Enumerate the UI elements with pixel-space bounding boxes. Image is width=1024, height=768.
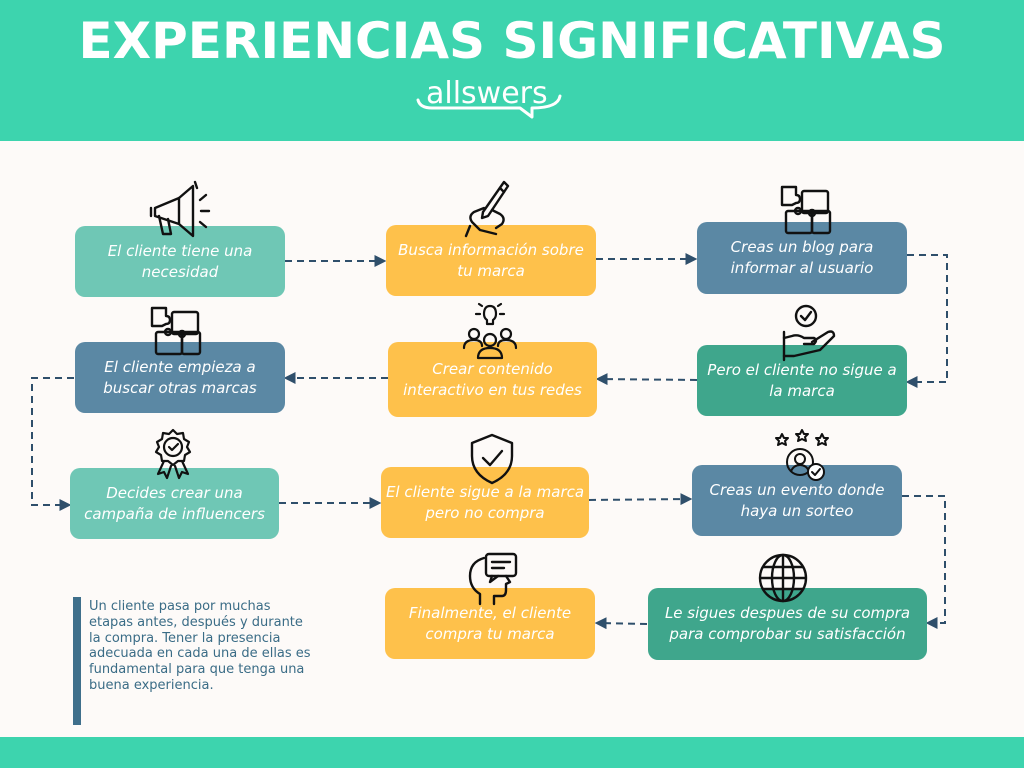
header-banner: EXPERIENCIAS SIGNIFICATIVAS allswers bbox=[0, 0, 1024, 141]
step-label: Crear contenido interactivo en tus redes bbox=[403, 359, 582, 399]
brand-logo: allswers bbox=[412, 70, 562, 124]
connector-6-7 bbox=[31, 377, 74, 511]
shield-check-icon bbox=[470, 433, 514, 485]
puzzle-icon bbox=[780, 185, 832, 235]
puzzle-icon bbox=[150, 306, 202, 356]
step-box-1: El cliente tiene una necesidad bbox=[75, 226, 285, 297]
connector-8-9 bbox=[588, 493, 693, 506]
footer-banner bbox=[0, 737, 1024, 768]
step-label: Le sigues despues de su compra para comp… bbox=[664, 604, 911, 643]
step-label: Decides crear una campaña de influencers bbox=[84, 483, 265, 523]
globe-icon bbox=[758, 553, 808, 603]
hand-with-check-icon bbox=[782, 304, 836, 362]
connector-3-4 bbox=[905, 254, 948, 388]
step-label: Busca información sobre tu marca bbox=[398, 240, 584, 280]
pen-in-hand-icon bbox=[464, 180, 510, 238]
step-label: Creas un blog para informar al usuario bbox=[730, 238, 874, 277]
step-label: Pero el cliente no sigue a la marca bbox=[707, 360, 897, 400]
step-label: El cliente sigue a la marca pero no comp… bbox=[385, 482, 585, 522]
connector-10-11 bbox=[594, 617, 648, 630]
connector-4-5 bbox=[595, 373, 698, 386]
step-box-5: Crear contenido interactivo en tus redes bbox=[388, 342, 597, 417]
summary-note: Un cliente pasa por muchas etapas antes,… bbox=[89, 599, 311, 693]
team-idea-icon bbox=[462, 302, 518, 360]
step-box-2: Busca información sobre tu marca bbox=[386, 225, 596, 296]
head-chat-icon bbox=[468, 552, 518, 606]
step-label: Finalmente, el cliente compra tu marca bbox=[408, 603, 572, 643]
step-box-11: Finalmente, el cliente compra tu marca bbox=[385, 588, 595, 659]
step-box-9: Creas un evento donde haya un sorteo bbox=[692, 465, 902, 536]
user-stars-icon bbox=[775, 429, 829, 481]
step-box-4: Pero el cliente no sigue a la marca bbox=[697, 345, 907, 416]
page-title: EXPERIENCIAS SIGNIFICATIVAS bbox=[78, 12, 946, 70]
award-badge-icon bbox=[154, 428, 192, 480]
megaphone-icon bbox=[149, 180, 211, 238]
step-box-7: Decides crear una campaña de influencers bbox=[70, 468, 279, 539]
step-label: Creas un evento donde haya un sorteo bbox=[709, 480, 885, 520]
note-accent-bar bbox=[73, 597, 81, 725]
step-label: El cliente tiene una necesidad bbox=[107, 241, 253, 281]
step-label: El cliente empieza a buscar otras marcas bbox=[103, 357, 257, 397]
brand-name: allswers bbox=[426, 76, 548, 111]
speech-bubble-icon bbox=[416, 94, 562, 119]
